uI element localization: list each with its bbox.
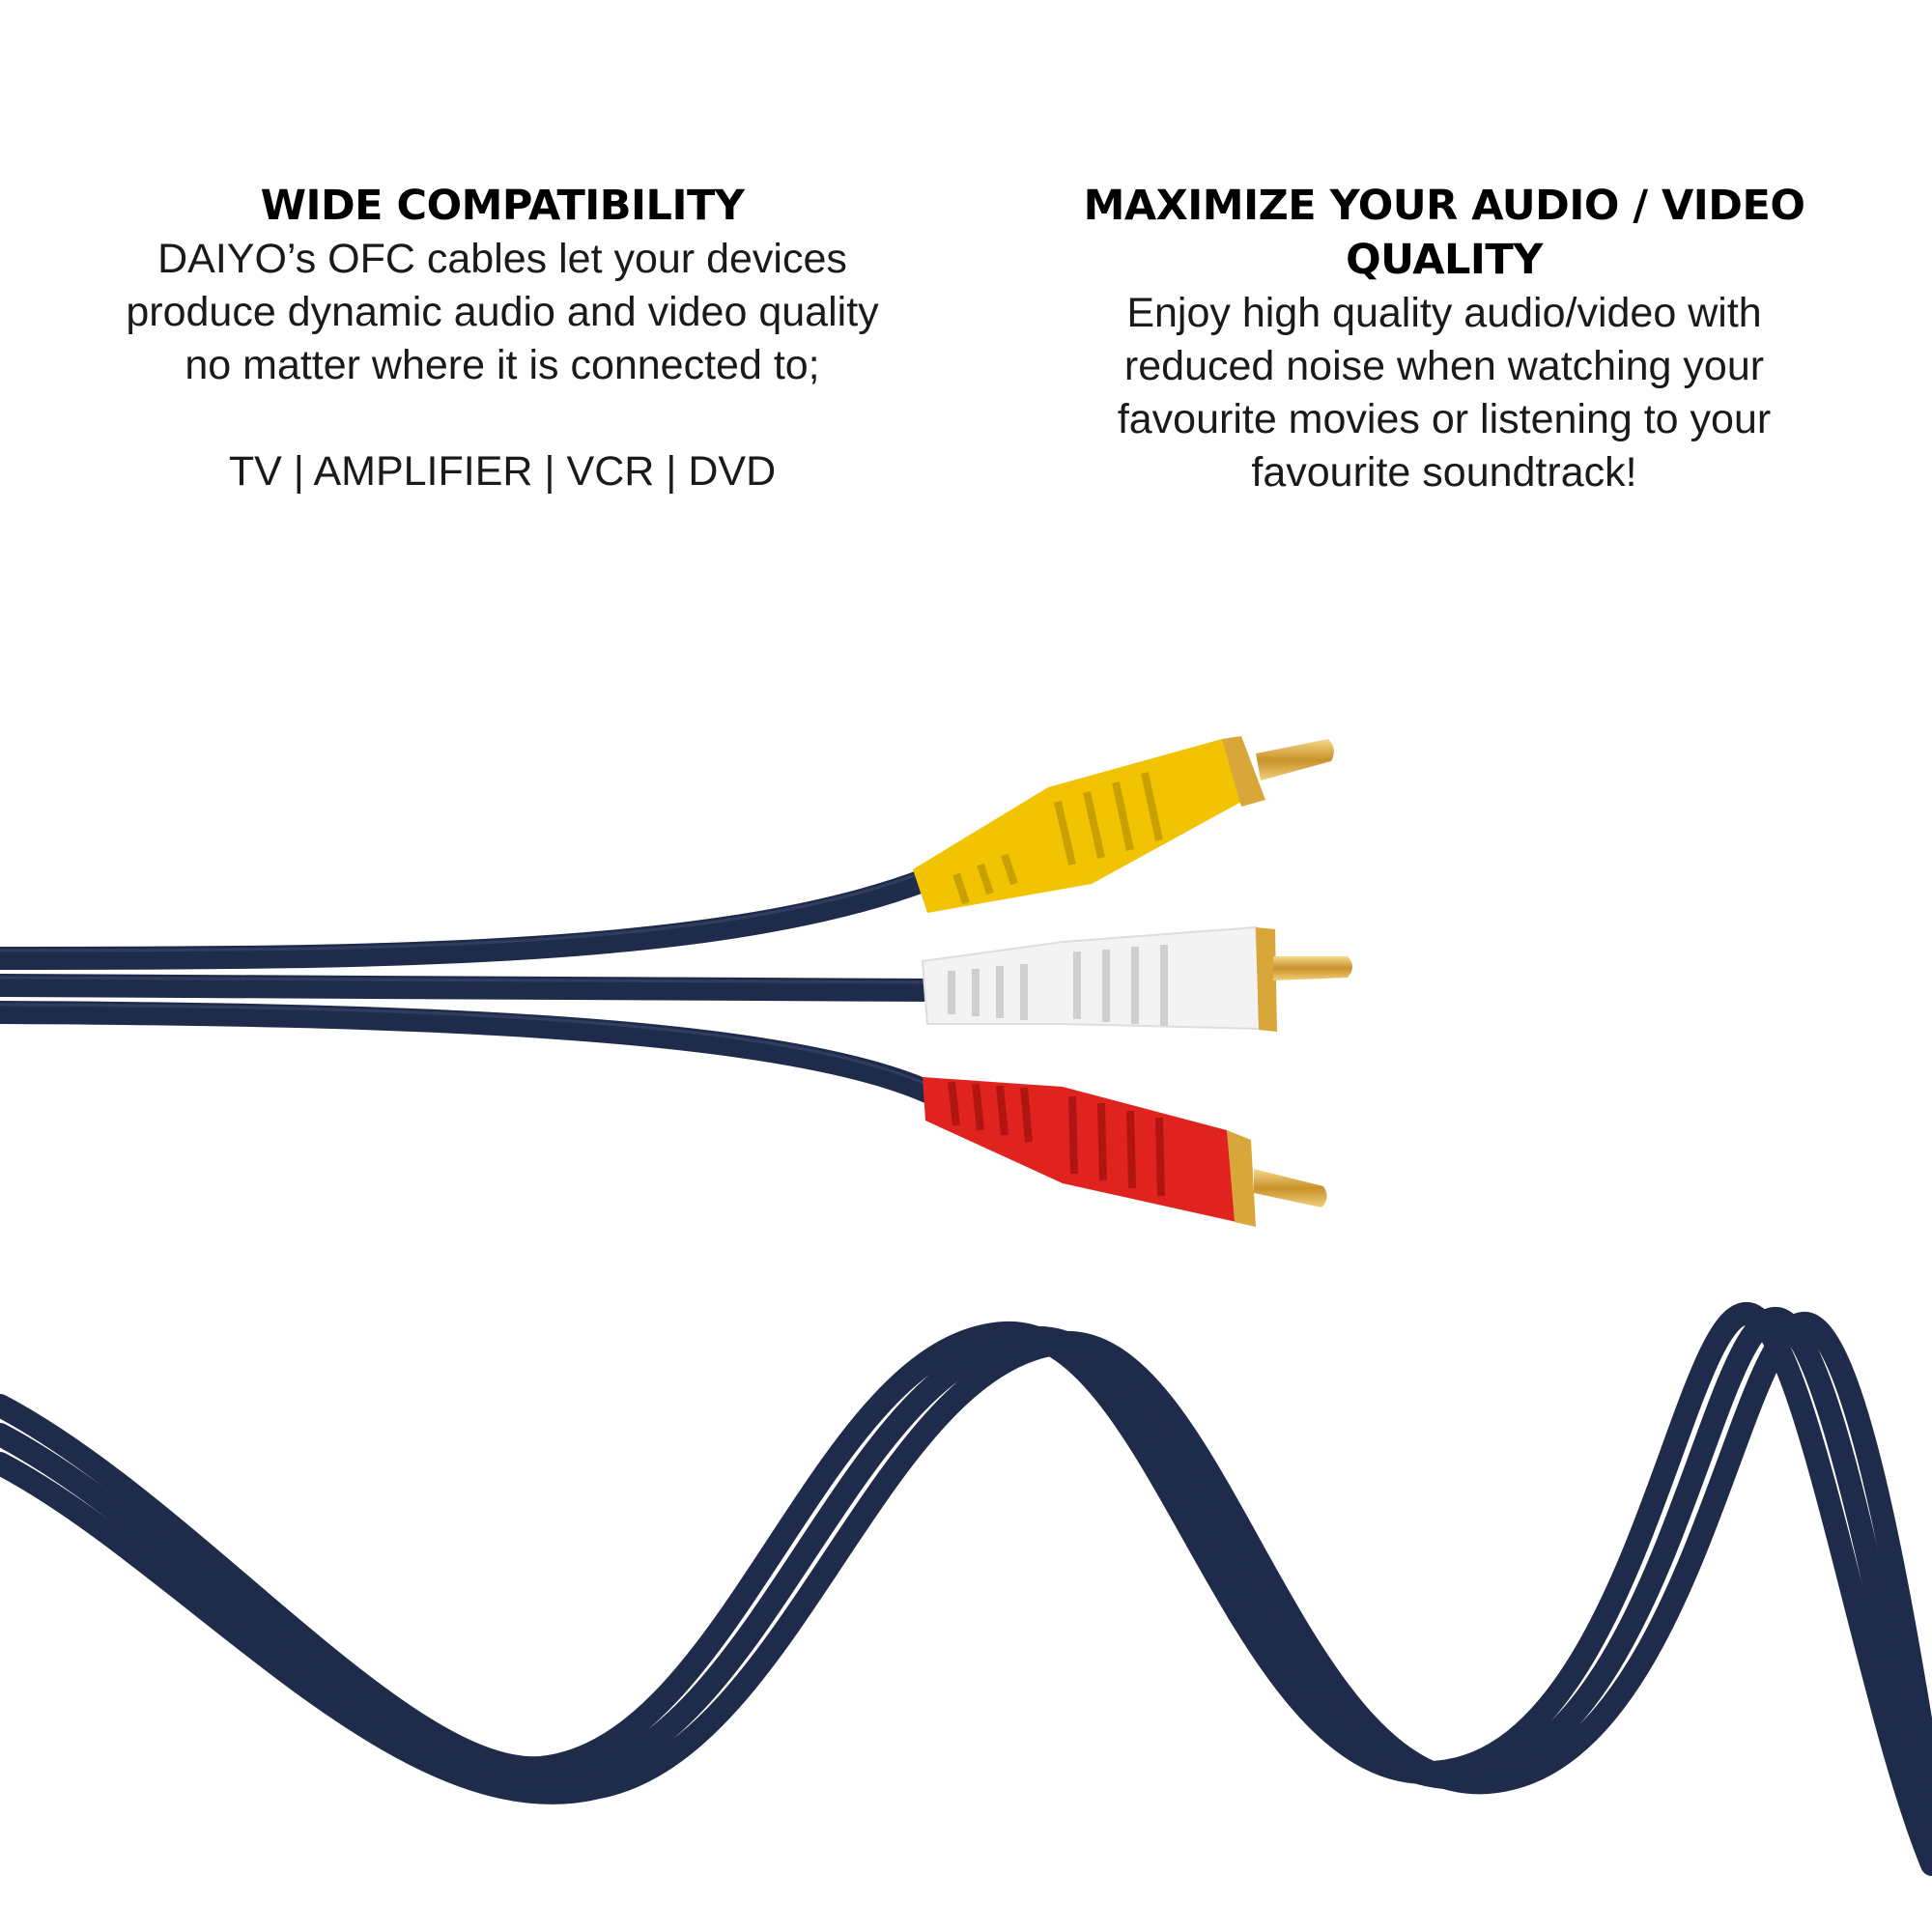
- compatibility-text: DAIYO’s OFC cables let your devices prod…: [126, 236, 879, 388]
- device-list: TV | AMPLIFIER | VCR | DVD: [228, 448, 777, 495]
- compatibility-heading: WIDE COMPATIBILITY: [260, 182, 745, 230]
- coiled-cable: [0, 1302, 1932, 1876]
- red-rca-plug: [923, 1077, 1327, 1227]
- feature-quality: MAXIMIZE YOUR AUDIO / VIDEO QUALITY Enjo…: [1063, 179, 1826, 499]
- cable-bundle: [0, 867, 949, 1103]
- yellow-rca-plug: [913, 736, 1334, 913]
- quality-text: Enjoy high quality audio/video with redu…: [1117, 290, 1772, 496]
- feature-compatibility: WIDE COMPATIBILITY DAIYO’s OFC cables le…: [116, 179, 889, 498]
- quality-heading: MAXIMIZE YOUR AUDIO / VIDEO QUALITY: [1083, 182, 1805, 284]
- white-rca-plug: [921, 925, 1352, 1032]
